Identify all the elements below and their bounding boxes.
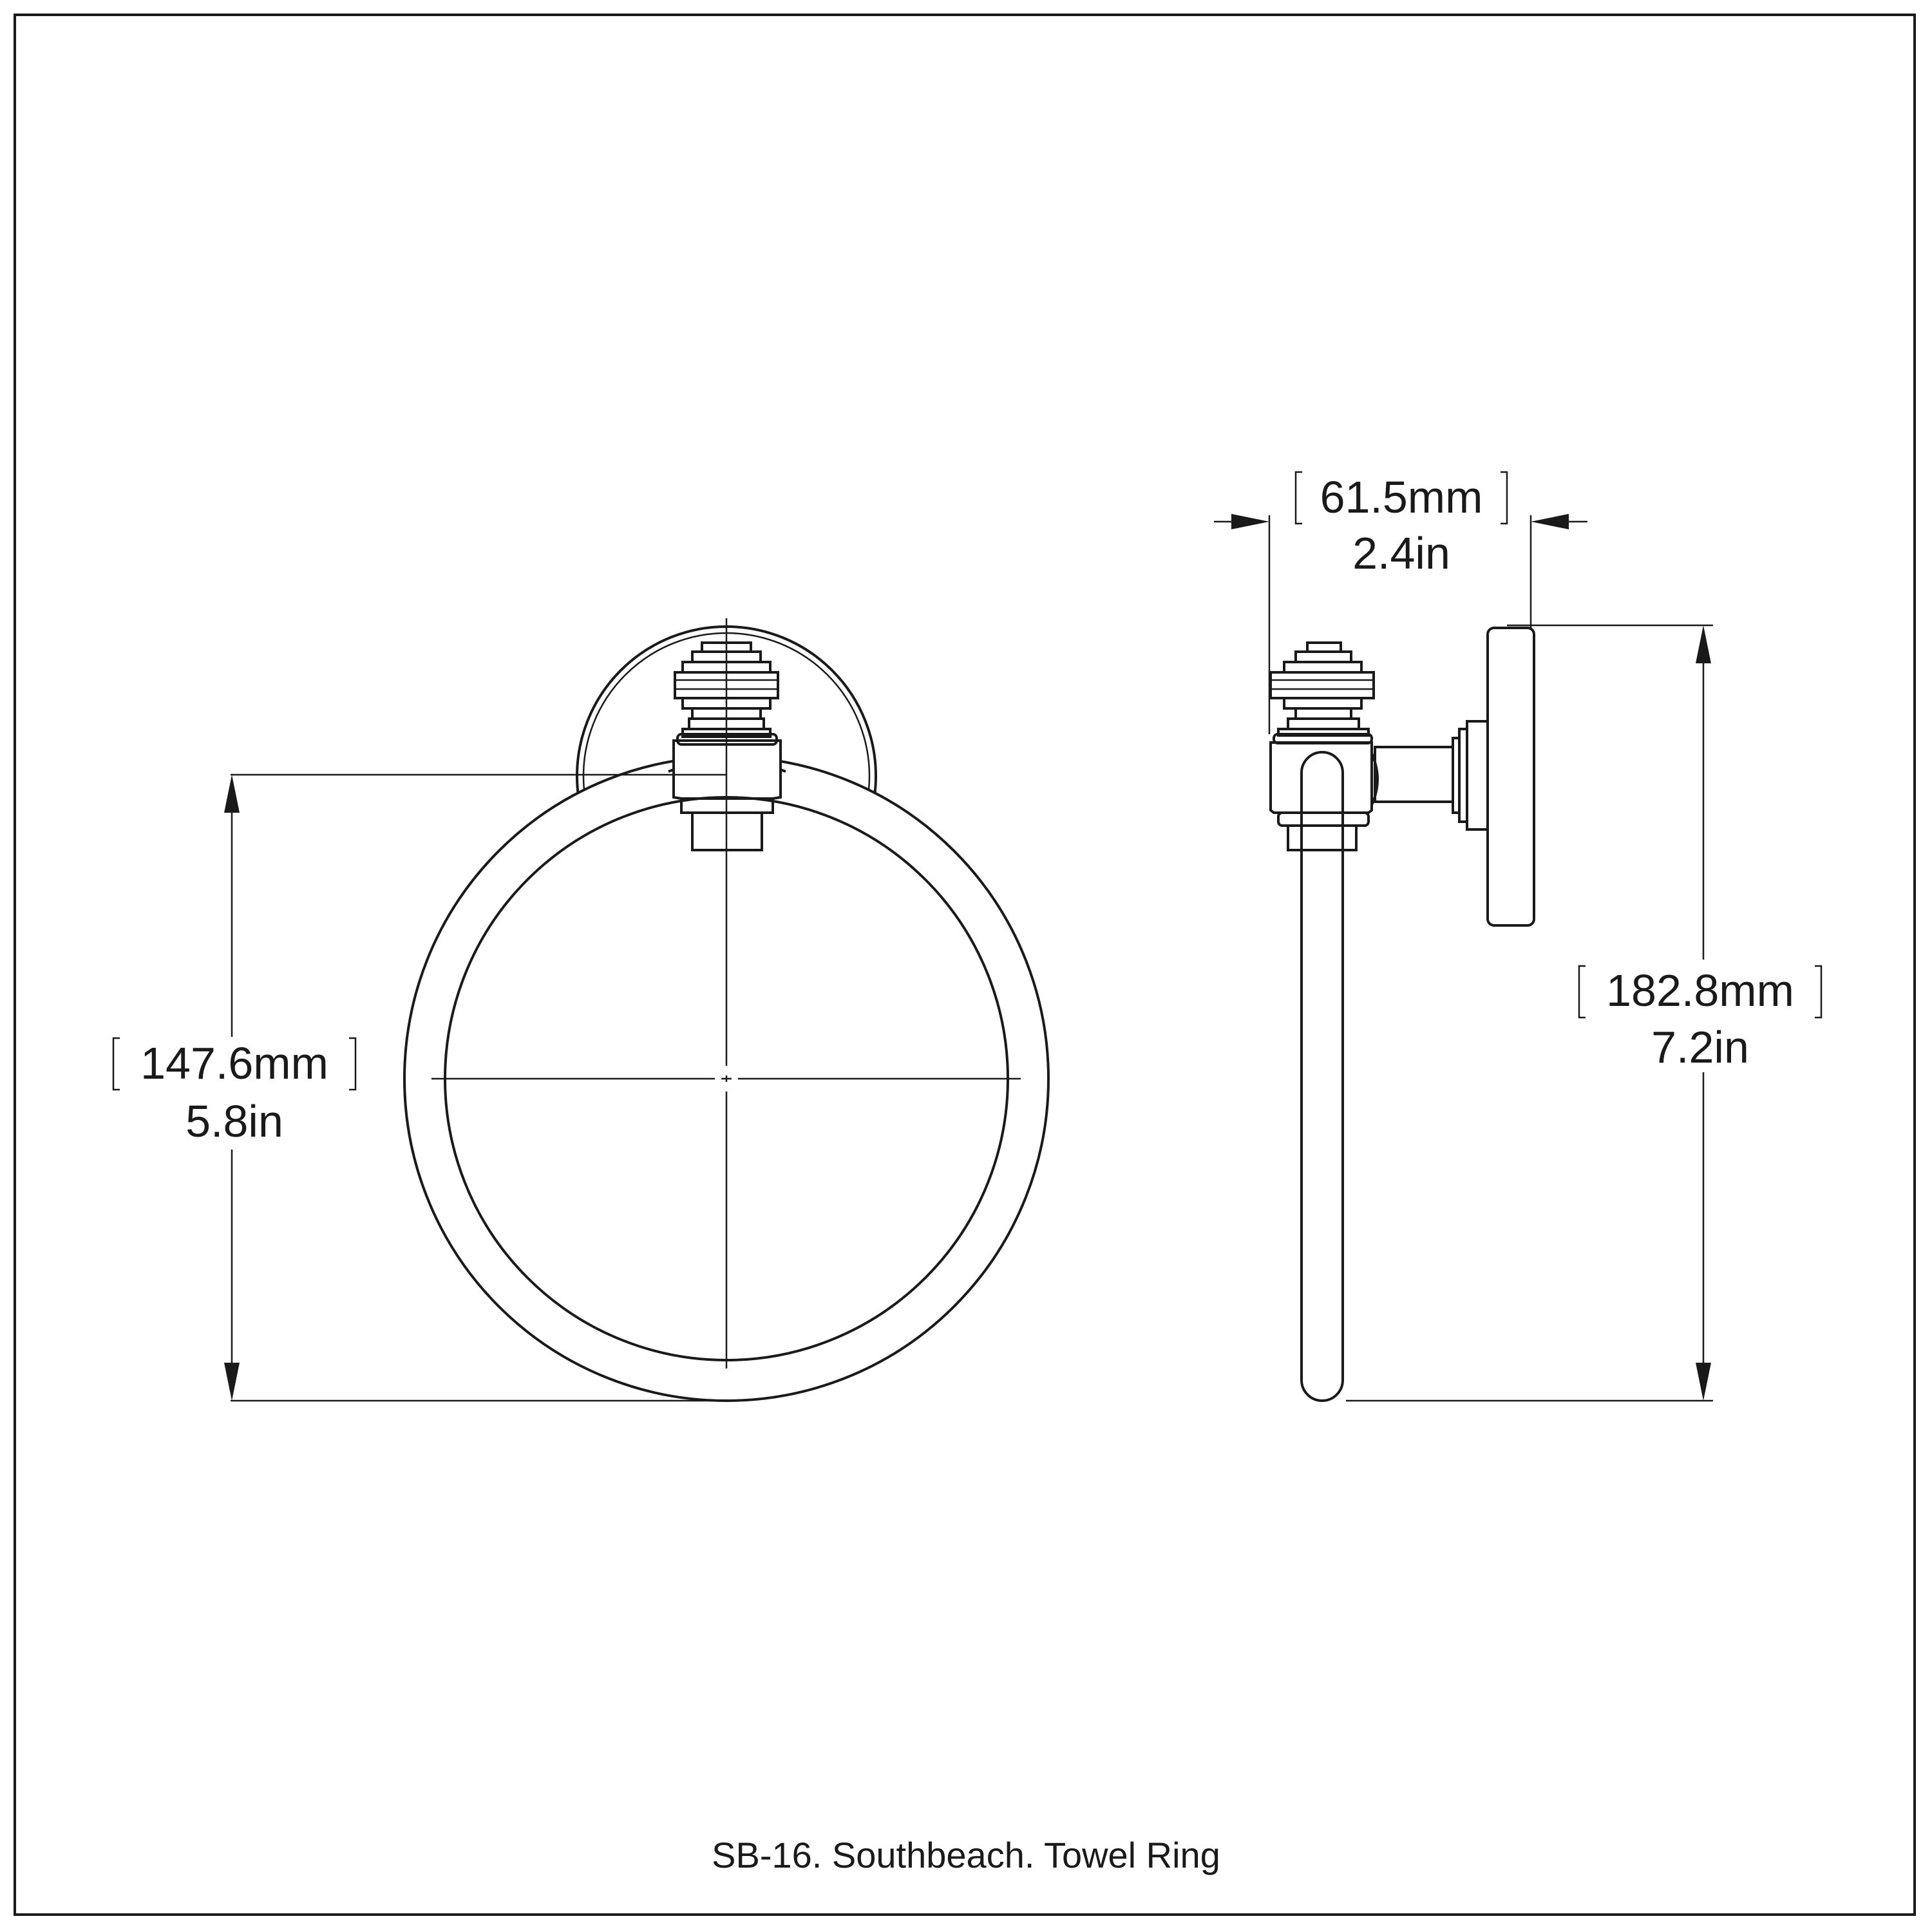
overall-height-mm-label: 182.8mm	[1606, 965, 1794, 1016]
side-wall-plate	[1486, 627, 1535, 927]
ring-height-in-label: 5.8in	[185, 1096, 283, 1146]
side-view: 61.5mm 2.4in 182.8mm 7.2in	[1214, 471, 1823, 1402]
side-ring	[1300, 751, 1344, 1402]
overall-height-dimension: 182.8mm 7.2in	[1346, 624, 1823, 1402]
front-center-lines	[431, 618, 1021, 1368]
drawing-caption: SB-16. Southbeach. Towel Ring	[712, 1835, 1220, 1875]
side-arm	[1374, 746, 1454, 803]
ring-height-dimension: 147.6mm 5.8in	[112, 773, 726, 1402]
projection-mm-label: 61.5mm	[1320, 472, 1483, 522]
ring-height-mm-label: 147.6mm	[140, 1038, 328, 1088]
projection-dimension: 61.5mm 2.4in	[1214, 471, 1587, 734]
projection-in-label: 2.4in	[1352, 528, 1450, 578]
front-view: 147.6mm 5.8in	[112, 618, 1050, 1402]
drawing-border	[14, 14, 1916, 1916]
overall-height-in-label: 7.2in	[1651, 1022, 1749, 1072]
